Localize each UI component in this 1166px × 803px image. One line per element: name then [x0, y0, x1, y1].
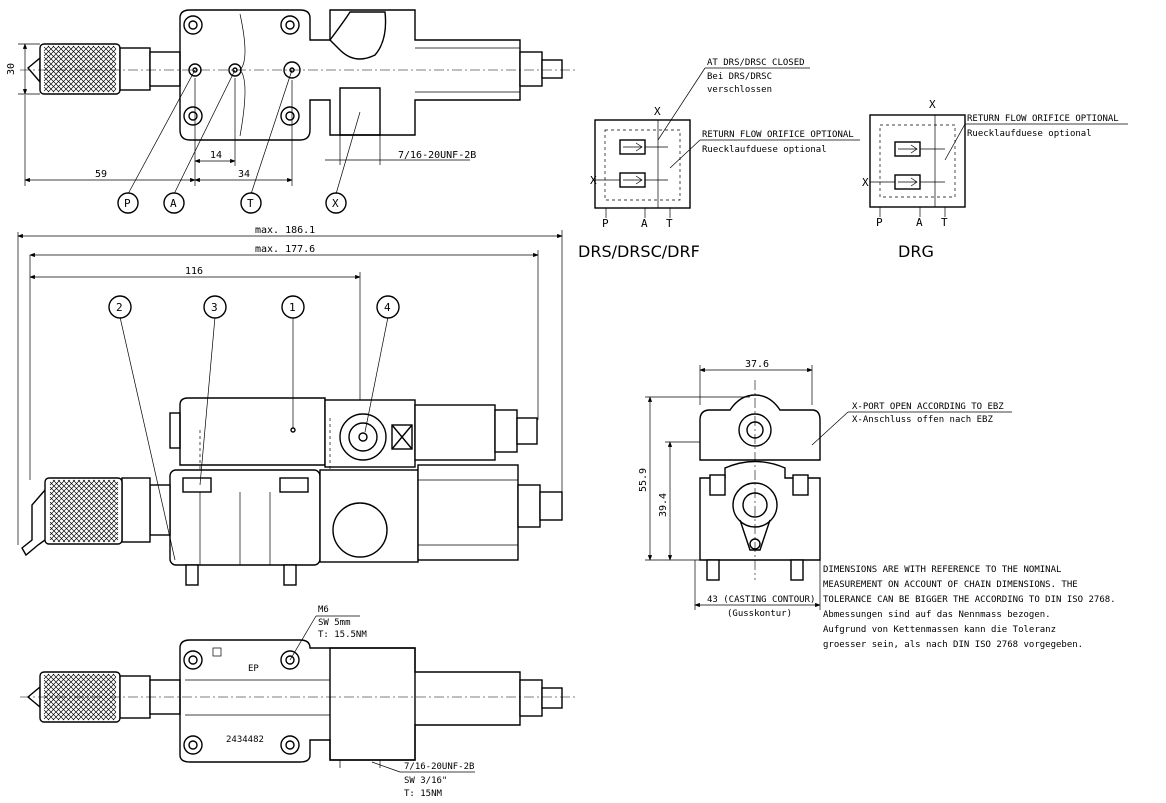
xport-en: X-PORT OPEN ACCORDING TO EBZ [852, 402, 1004, 412]
xport-de: X-Anschluss offen nach EBZ [852, 415, 993, 425]
drs-note-orifice-en: RETURN FLOW ORIFICE OPTIONAL [702, 130, 854, 140]
casting-contour-en: 43 (CASTING CONTOUR) [707, 595, 815, 605]
drg-port-p: P [876, 216, 883, 229]
casting-contour-de: (Gusskontur) [727, 609, 792, 619]
drs-note-closed-en: AT DRS/DRSC CLOSED [707, 58, 805, 68]
part-number: 2434482 [226, 735, 264, 745]
drs-port-p: P [602, 217, 609, 230]
side-knob [21, 477, 171, 557]
ep-mark: EP [248, 664, 259, 674]
drg-port-x: X [929, 98, 936, 111]
drg-port-x-side: X [862, 176, 869, 189]
dim-max-177: max. 177.6 [255, 244, 315, 255]
label-thread-bottom: 7/16-20UNF-2B [404, 762, 474, 772]
top-knob [27, 43, 181, 95]
bottom-annotations: EP 2434482 M6 SW 5mm T: 15.5NM 7/16-20UN… [226, 605, 475, 799]
drg-title: DRG [898, 242, 934, 261]
notes-block: DIMENSIONS ARE WITH REFERENCE TO THE NOM… [823, 565, 1116, 650]
side-upper-body [169, 397, 538, 470]
balloon-a: A [170, 197, 177, 210]
bottom-body [20, 639, 575, 768]
port-balloons-top: P A T X [117, 69, 361, 214]
top-view: 30 59 14 34 7/16-20UNF-2B P A [6, 9, 575, 214]
drs-port-t: T [666, 217, 673, 230]
drg-port-a: A [916, 216, 923, 229]
drs-port-x-side: X [590, 174, 597, 187]
label-sw5: SW 5mm [318, 618, 351, 628]
drg-port-t: T [941, 216, 948, 229]
thread-note-top: 7/16-20UNF-2B [398, 150, 476, 161]
dim-34: 34 [238, 169, 250, 180]
dim-116: 116 [185, 266, 203, 277]
side-view: max. 186.1 max. 177.6 116 [17, 225, 563, 586]
dim-55-9: 55.9 [638, 468, 649, 492]
dim-39-4: 39.4 [658, 493, 669, 517]
balloon-p: P [124, 197, 131, 210]
drs-port-x: X [654, 105, 661, 118]
top-holes [183, 15, 301, 126]
note-line: TOLERANCE CAN BE BIGGER THE ACCORDING TO… [823, 595, 1116, 605]
dim-59: 59 [95, 169, 107, 180]
note-line: Aufgrund von Kettenmassen kann die Toler… [823, 625, 1056, 635]
drs-title: DRS/DRSC/DRF [578, 242, 700, 261]
callout-1: 1 [289, 301, 296, 314]
balloon-t: T [247, 197, 254, 210]
note-line: MEASUREMENT ON ACCOUNT OF CHAIN DIMENSIO… [823, 580, 1078, 590]
drg-note-orifice-de: Ruecklaufduese optional [967, 129, 1092, 139]
callout-3: 3 [211, 301, 218, 314]
label-m6: M6 [318, 605, 329, 615]
dim-max-186: max. 186.1 [255, 225, 315, 236]
drg-note-orifice-en: RETURN FLOW ORIFICE OPTIONAL [967, 114, 1119, 124]
note-line: DIMENSIONS ARE WITH REFERENCE TO THE NOM… [823, 565, 1061, 575]
side-callouts: 2 3 1 4 [108, 295, 400, 561]
note-line: groesser sein, als nach DIN ISO 2768 vor… [823, 640, 1083, 650]
bottom-knob [26, 671, 181, 723]
dim-30: 30 [6, 63, 17, 75]
drs-note-orifice-de: Ruecklaufduese optional [702, 145, 827, 155]
dim-37-6: 37.6 [745, 359, 769, 370]
side-dimensions: max. 186.1 max. 177.6 116 [17, 225, 563, 545]
callout-2: 2 [116, 301, 123, 314]
label-torque1: T: 15.5NM [318, 630, 367, 640]
label-torque2: T: 15NM [404, 789, 443, 799]
schematic-drs: X X P A T AT DRS/DRSC CLOSED Bei DRS/DRS… [578, 58, 860, 261]
balloon-x: X [332, 197, 339, 210]
drs-note-closed-de1: Bei DRS/DRSC [707, 72, 772, 82]
front-dimensions: 37.6 55.9 39.4 43 (CASTING CONTOUR) (Gus… [638, 359, 1012, 619]
schematic-drg: X X P A T RETURN FLOW ORIFICE OPTIONAL R… [862, 98, 1128, 261]
label-sw316: SW 3/16" [404, 776, 447, 786]
top-dimensions: 30 59 14 34 7/16-20UNF-2B [6, 43, 476, 186]
drs-note-closed-de2: verschlossen [707, 85, 772, 95]
drs-port-a: A [641, 217, 648, 230]
callout-4: 4 [384, 301, 391, 314]
dim-14: 14 [210, 150, 222, 161]
note-line: Abmessungen sind auf das Nennmass bezoge… [823, 610, 1051, 620]
front-view: 37.6 55.9 39.4 43 (CASTING CONTOUR) (Gus… [638, 359, 1012, 619]
side-lower-body [169, 464, 563, 586]
bottom-view: EP 2434482 M6 SW 5mm T: 15.5NM 7/16-20UN… [20, 605, 575, 799]
